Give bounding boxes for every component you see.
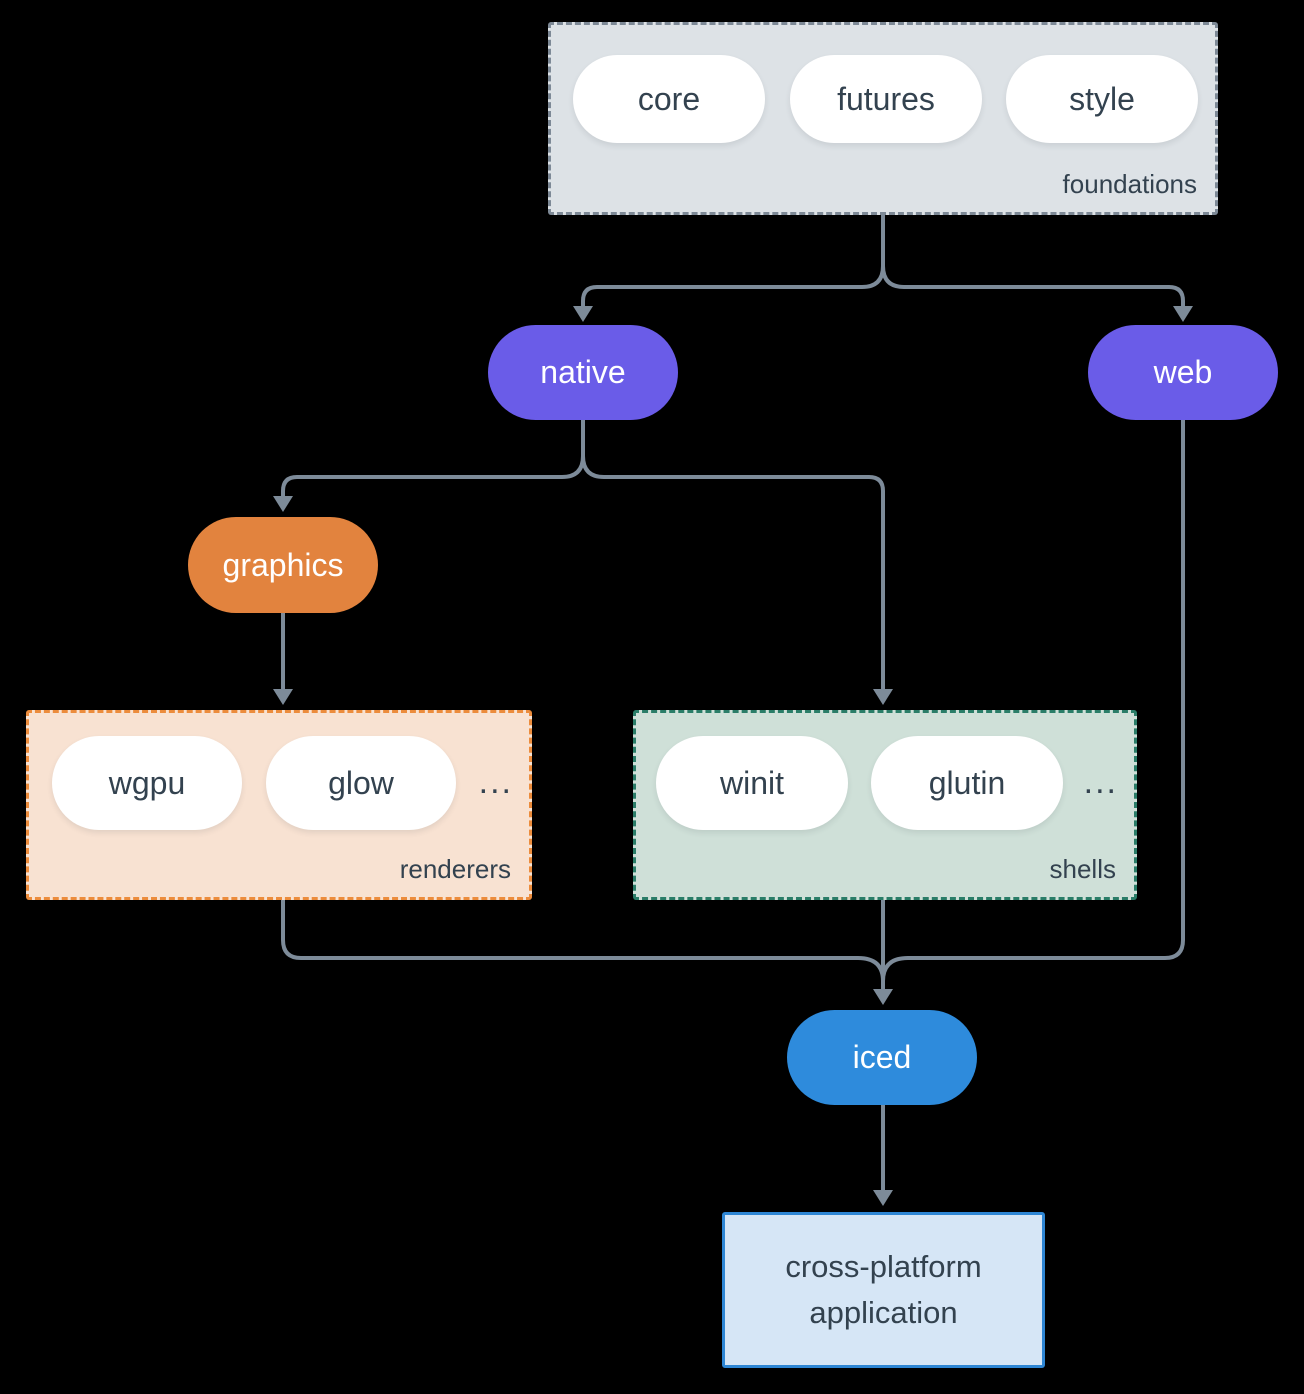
arrowhead-native xyxy=(573,306,593,322)
arrowhead-iced xyxy=(873,989,893,1005)
arrowhead-application xyxy=(873,1190,893,1206)
arrowhead-web xyxy=(1173,306,1193,322)
connector-web-to-iced xyxy=(881,420,1185,982)
arrowhead-graphics xyxy=(273,496,293,512)
node-iced: iced xyxy=(787,1010,977,1105)
node-style: style xyxy=(1006,55,1198,143)
group-shells: winit glutin ... shells xyxy=(633,710,1137,900)
group-label-foundations: foundations xyxy=(1062,169,1197,199)
node-core: core xyxy=(573,55,765,143)
renderers-ellipsis: ... xyxy=(478,763,513,801)
connector-native-to-shells xyxy=(581,420,885,689)
node-glow: glow xyxy=(266,736,456,830)
node-futures: futures xyxy=(790,55,982,143)
group-label-renderers: renderers xyxy=(399,854,511,884)
connector-renderers-to-iced xyxy=(281,900,885,982)
connector-native-to-graphics xyxy=(281,420,585,496)
group-foundations: core futures style foundations xyxy=(548,22,1218,215)
node-native: native xyxy=(488,325,678,420)
node-graphics: graphics xyxy=(188,517,378,613)
node-web: web xyxy=(1088,325,1278,420)
node-wgpu: wgpu xyxy=(52,736,242,830)
node-winit: winit xyxy=(656,736,848,830)
arrowhead-renderers xyxy=(273,689,293,705)
connector-foundations-to-native xyxy=(581,215,885,306)
node-glutin: glutin xyxy=(871,736,1063,830)
shells-ellipsis: ... xyxy=(1083,763,1118,801)
group-renderers: wgpu glow ... renderers xyxy=(26,710,532,900)
connector-foundations-to-web xyxy=(881,215,1185,306)
group-label-shells: shells xyxy=(1049,854,1116,884)
node-cross-platform-application: cross-platform application xyxy=(722,1212,1045,1368)
arrowhead-shells xyxy=(873,689,893,705)
